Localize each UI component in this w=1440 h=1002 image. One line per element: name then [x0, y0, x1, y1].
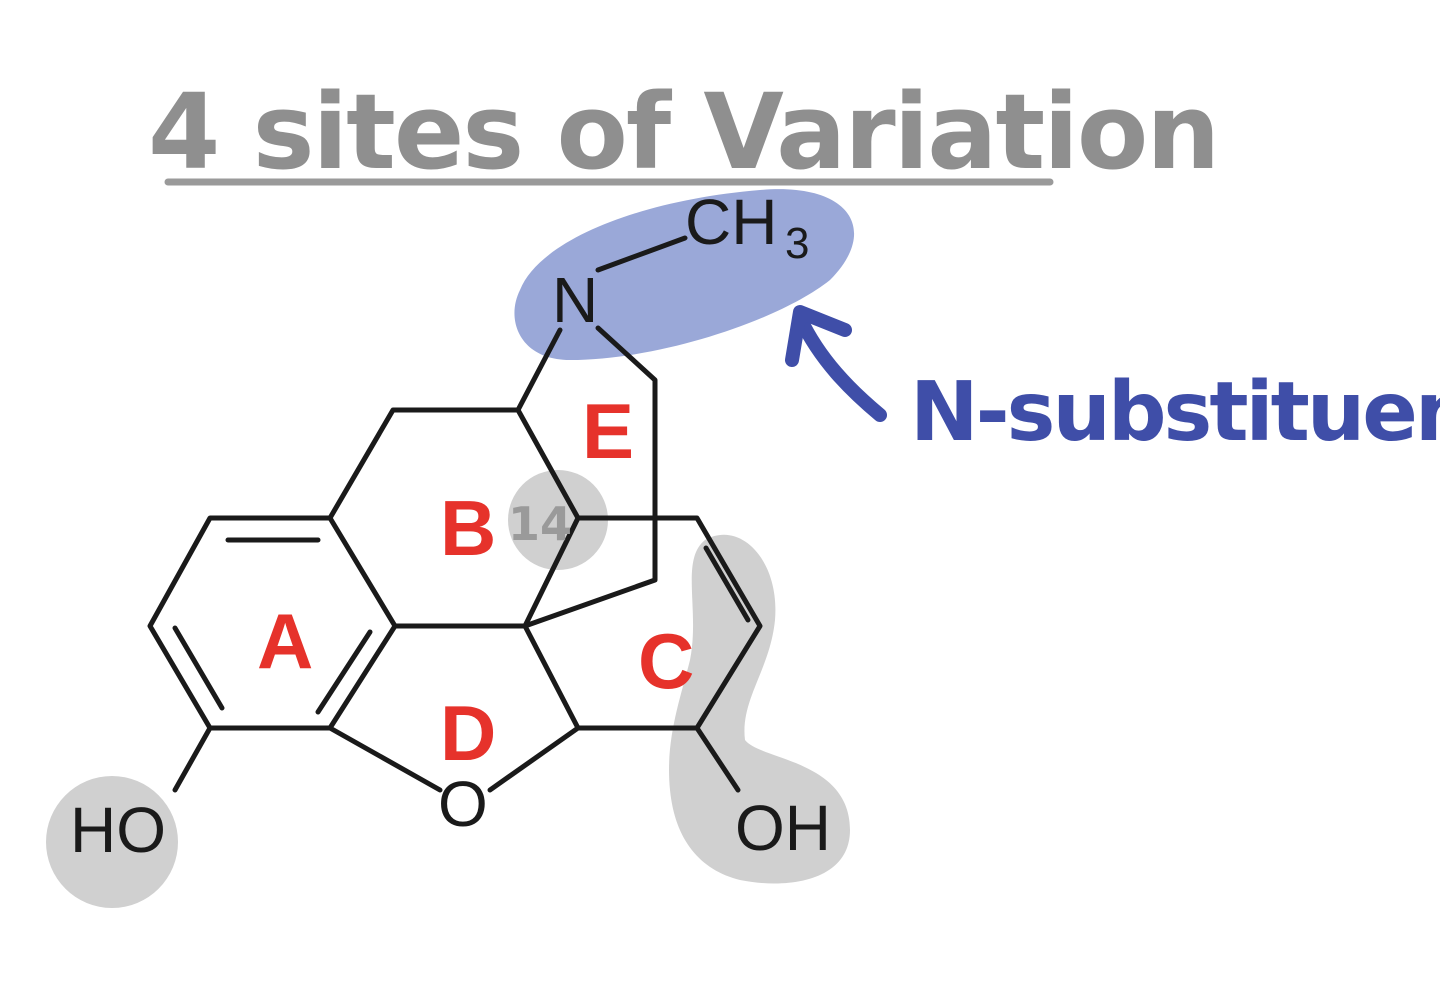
nitrogen-atom: N — [552, 264, 598, 336]
ring-label-d: D — [440, 689, 496, 777]
ring-c-highlight — [669, 534, 850, 884]
phenol-highlight — [46, 776, 178, 908]
ring-label-b: B — [440, 484, 496, 572]
methyl-carbon: CH — [685, 186, 777, 258]
ring-label-a: A — [257, 597, 313, 685]
phenol-hydroxyl: HO — [70, 794, 166, 866]
ether-oxygen: O — [438, 768, 488, 840]
position-14-label: 14 — [508, 497, 572, 551]
position-14-highlight — [508, 470, 608, 570]
site-highlights — [46, 470, 850, 908]
alcohol-hydroxyl: OH — [735, 792, 831, 864]
arrow-icon — [785, 305, 887, 422]
ring-label-c: C — [638, 617, 694, 705]
molecule-bonds — [147, 235, 763, 793]
ring-label-e: E — [582, 387, 634, 475]
n-substituent-highlight — [514, 189, 855, 360]
n-substituent-annotation: N-substituent — [910, 365, 1440, 460]
diagram-title: 4 sites of Variation — [148, 71, 1218, 193]
methyl-subscript: 3 — [785, 219, 809, 268]
